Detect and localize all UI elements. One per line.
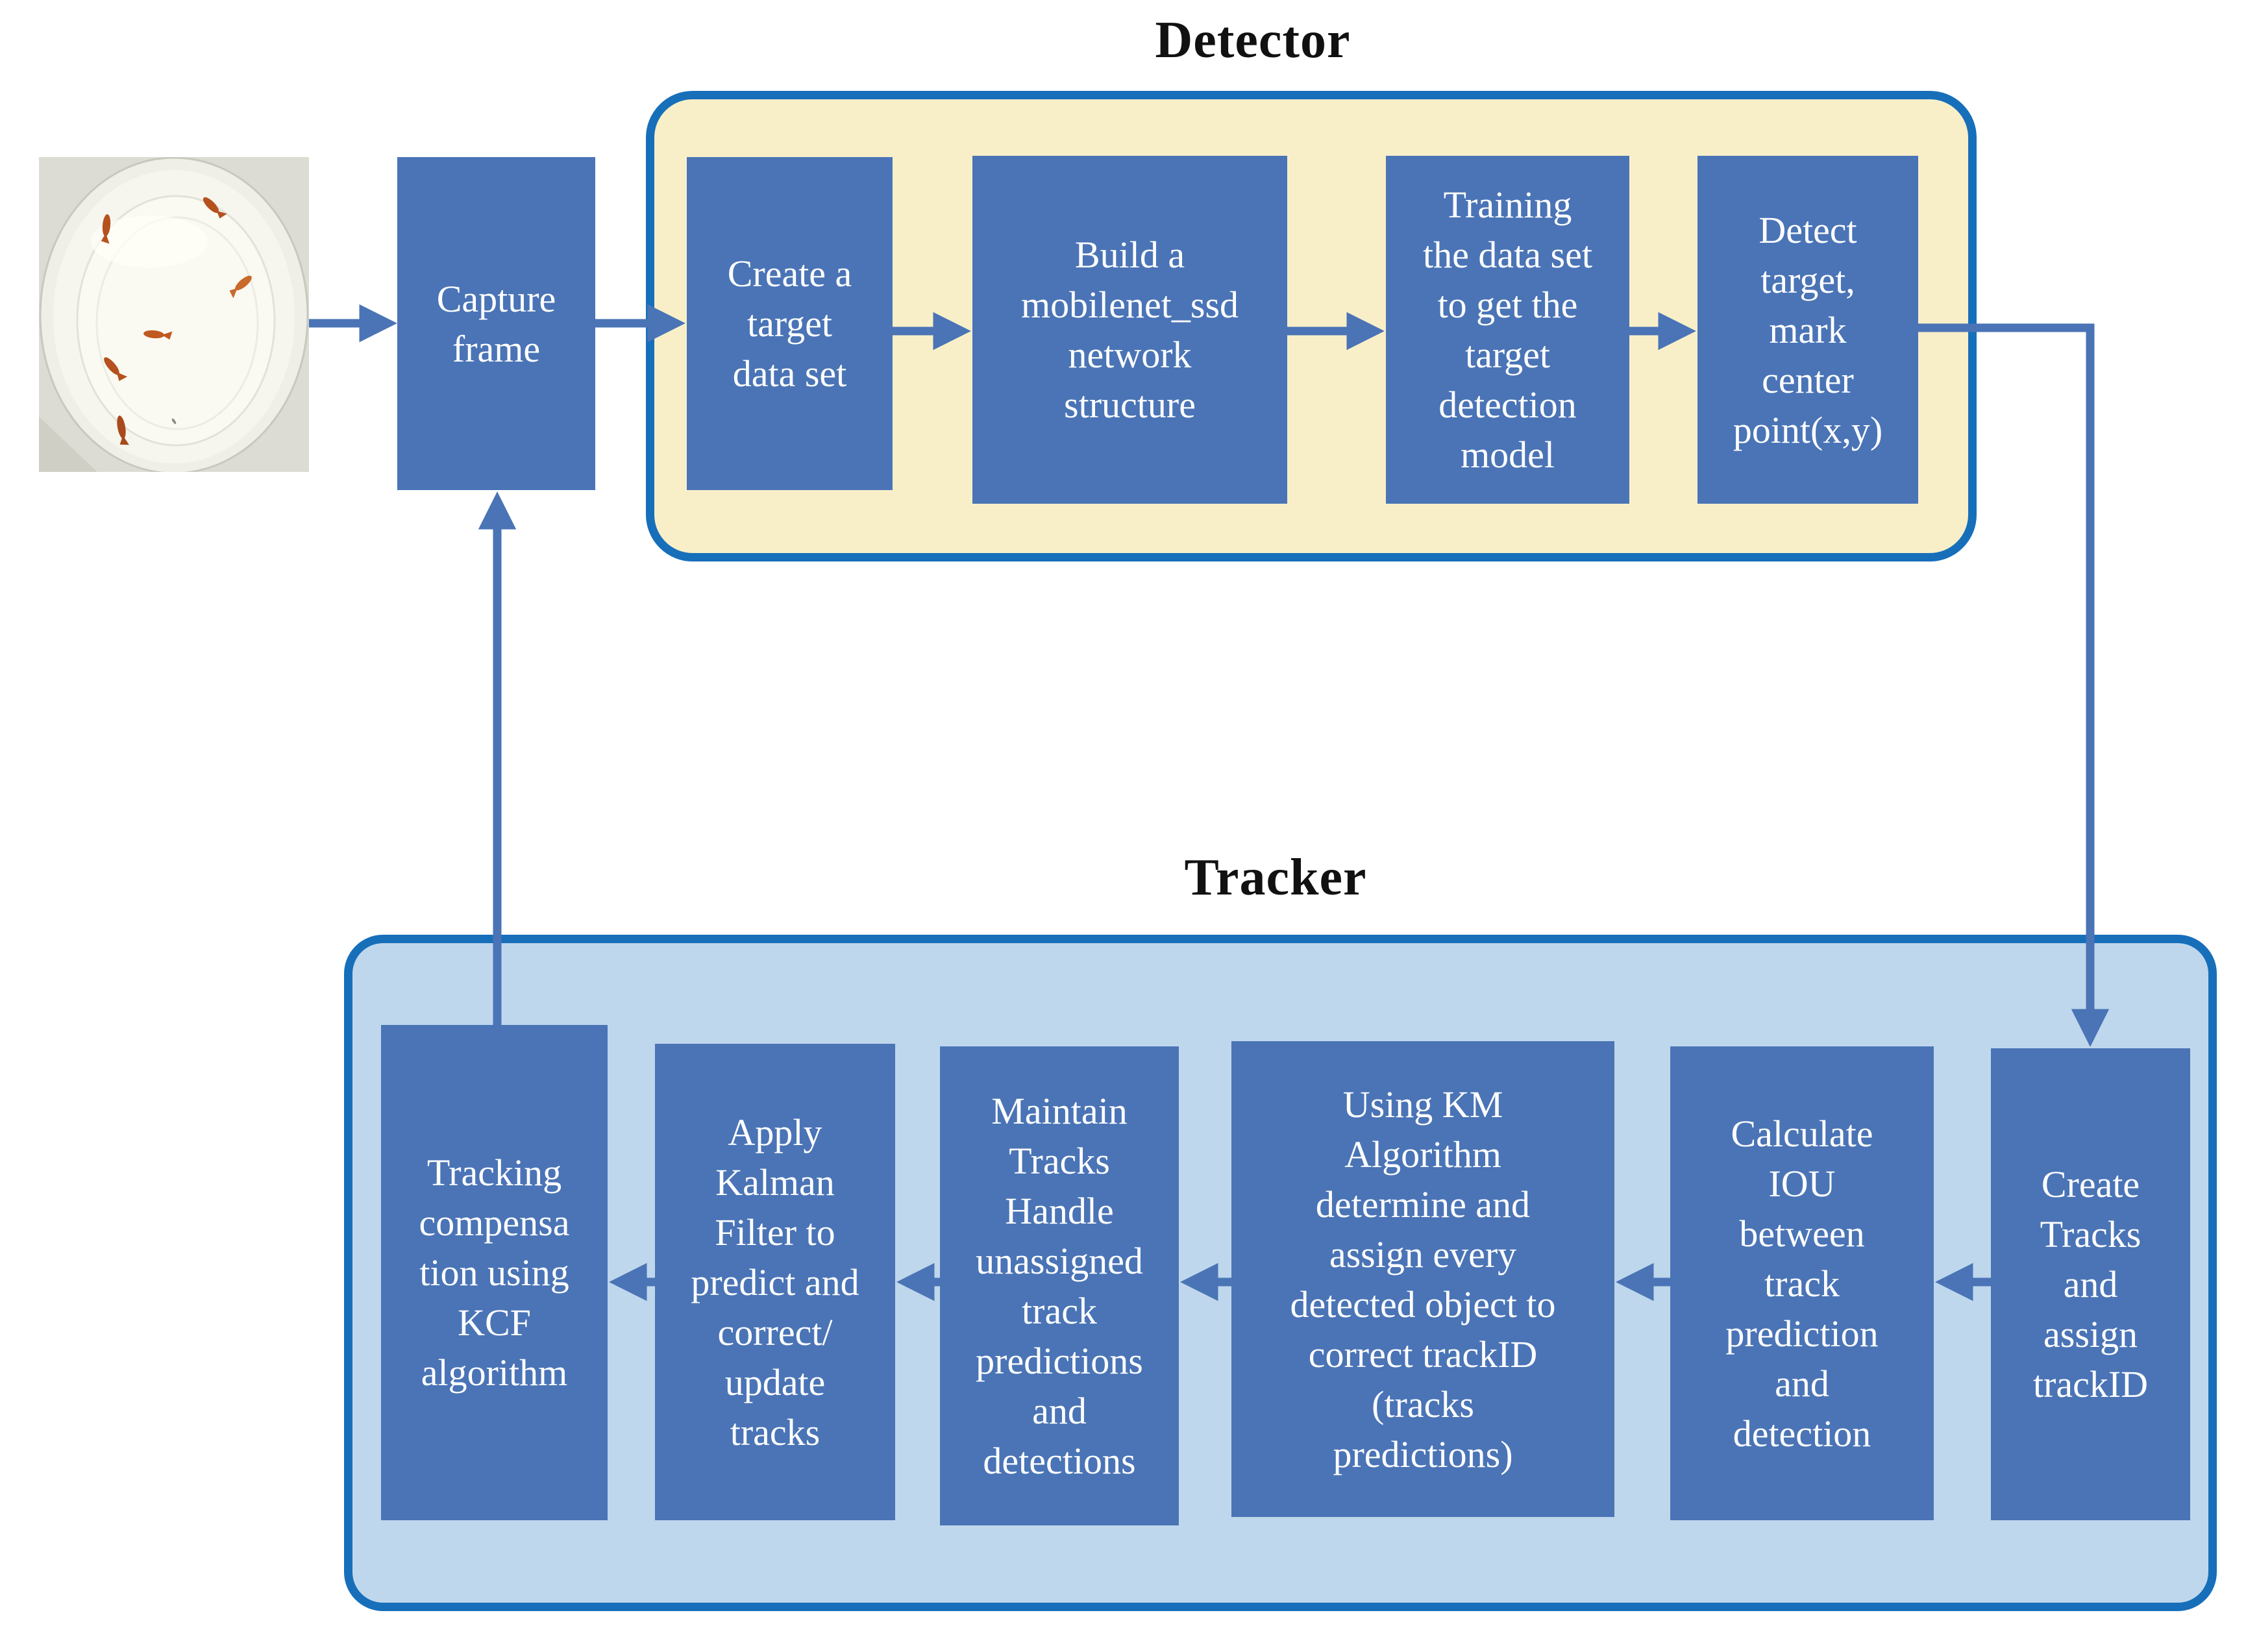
create-tracks-node: Create Tracks and assign trackID <box>1991 1048 2190 1520</box>
fish-bowl-illustration <box>39 157 309 472</box>
tracking-compensation-kcf-node: Tracking compensa tion using KCF algorit… <box>381 1025 608 1520</box>
fish-icon <box>101 214 111 244</box>
detect-target-node: Detect target, mark center point(x,y) <box>1697 156 1918 504</box>
km-algorithm-assign-node: Using KM Algorithm determine and assign … <box>1231 1041 1614 1517</box>
fish-icon <box>104 357 128 382</box>
fish-icon <box>143 330 173 340</box>
detector-section-title: Detector <box>1155 12 1351 69</box>
fish-icon <box>117 415 129 445</box>
create-target-dataset-node: Create a target data set <box>687 157 893 490</box>
apply-kalman-filter-node: Apply Kalman Filter to predict and corre… <box>655 1044 895 1520</box>
fish-icon <box>203 197 227 219</box>
capture-frame-node: Capture frame <box>397 157 595 490</box>
calculate-iou-node: Calculate IOU between track prediction a… <box>1670 1046 1934 1520</box>
tracker-section-title: Tracker <box>1184 849 1367 906</box>
fish-icon <box>229 275 252 299</box>
training-dataset-node: Training the data set to get the target … <box>1386 156 1629 504</box>
build-mobilenet-ssd-node: Build a mobilenet_ssd network structure <box>972 156 1287 504</box>
maintain-tracks-node: Maintain Tracks Handle unassigned track … <box>940 1046 1179 1525</box>
fish-bowl-photo <box>39 157 309 472</box>
